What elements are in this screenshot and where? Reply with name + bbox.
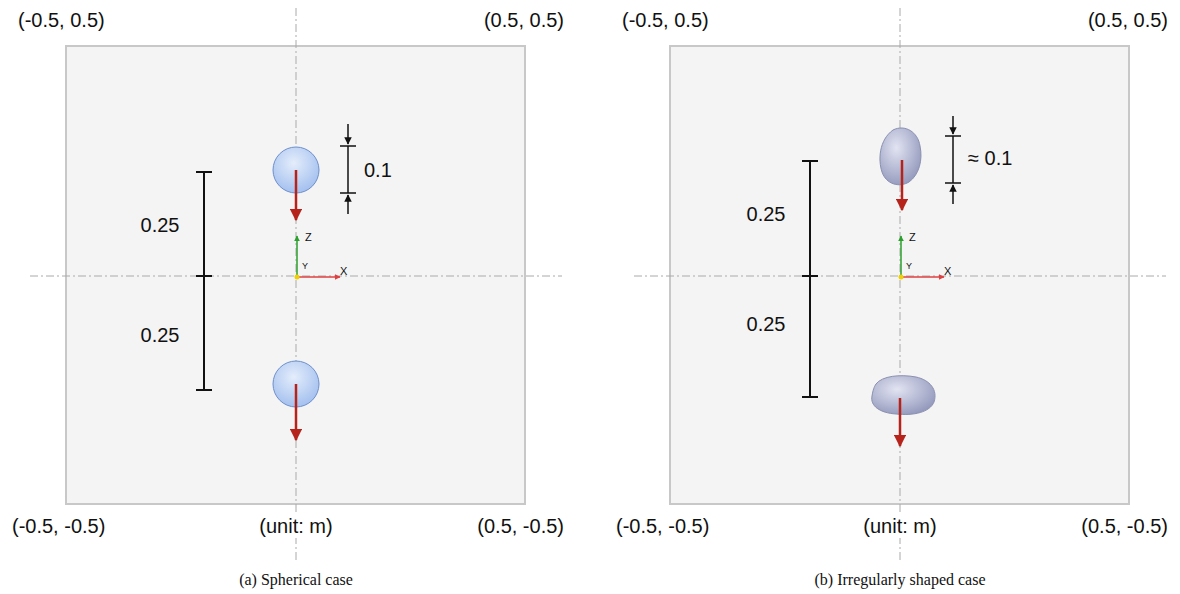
coordinate-label: (-0.5, -0.5) bbox=[614, 514, 711, 538]
panel-b bbox=[634, 8, 1166, 562]
axis-label: Y bbox=[300, 261, 310, 273]
coordinate-label: (0.5, 0.5) bbox=[1086, 8, 1170, 32]
unit-label: (unit: m) bbox=[861, 514, 938, 538]
coordinate-label: (-0.5, 0.5) bbox=[16, 8, 107, 32]
axis-label: X bbox=[338, 264, 349, 278]
axis-label: Z bbox=[907, 230, 918, 244]
dimension-label: 0.25 bbox=[139, 323, 182, 347]
caption: (a) Spherical case bbox=[237, 570, 355, 590]
dimension-label: 0.1 bbox=[362, 158, 394, 182]
dimension-label: 0.25 bbox=[139, 213, 182, 237]
coordinate-label: (0.5, 0.5) bbox=[482, 8, 566, 32]
axis-label: Y bbox=[904, 261, 914, 273]
coordinate-label: (0.5, -0.5) bbox=[1079, 514, 1170, 538]
coordinate-label: (0.5, -0.5) bbox=[475, 514, 566, 538]
coordinate-label: (-0.5, 0.5) bbox=[620, 8, 711, 32]
axis-label: Z bbox=[303, 230, 314, 244]
caption: (b) Irregularly shaped case bbox=[812, 570, 987, 590]
axis-label: X bbox=[942, 264, 953, 278]
dimension-label: 0.25 bbox=[745, 202, 788, 226]
dimension-label: 0.25 bbox=[745, 312, 788, 336]
panel-a bbox=[30, 8, 562, 562]
coordinate-label: (-0.5, -0.5) bbox=[10, 514, 107, 538]
unit-label: (unit: m) bbox=[257, 514, 334, 538]
dimension-label: ≈ 0.1 bbox=[966, 146, 1014, 170]
